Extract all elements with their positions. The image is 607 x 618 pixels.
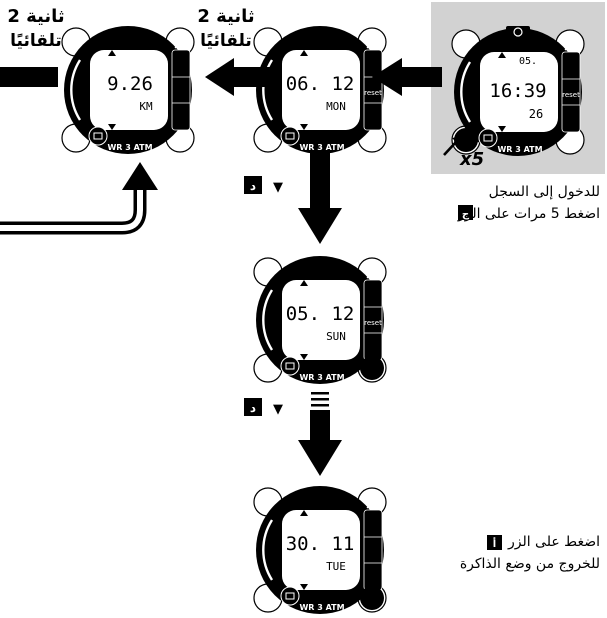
press-count: x5: [459, 149, 484, 170]
lcd-sub: 26: [529, 107, 543, 121]
exit-key: أ: [493, 537, 496, 550]
arrow-distance-out: [0, 67, 58, 87]
lcd-sub: KM: [139, 100, 153, 113]
exit-line1: اضغط على الزر: [507, 534, 600, 550]
auto-2s-left-sub: تلقائيًا: [10, 31, 62, 51]
reset-label: reset: [562, 91, 580, 99]
exit-line2: للخروج من وضع الذاكرة: [460, 556, 600, 572]
enter-log-line1: للدخول إلى السجل: [489, 184, 600, 200]
watch-log-date-1: 06. 12 MON reset WR 3 ATM: [252, 24, 388, 156]
step-key-2: د ▼: [244, 398, 283, 417]
step-key-1: د ▼: [244, 176, 283, 195]
band-label: WR 3 ATM: [299, 603, 344, 612]
pressed-button: [360, 356, 384, 380]
band-label: WR 3 ATM: [107, 143, 152, 152]
arrow-down-1: [298, 152, 342, 244]
enter-log-key: ج: [462, 209, 470, 220]
lcd-sub: TUE: [326, 560, 346, 573]
enter-log-line2: اضغط 5 مرات على الزر: [457, 206, 600, 222]
band-label: WR 3 ATM: [497, 145, 542, 154]
lcd-main: 05. 12: [286, 303, 355, 325]
lcd-sub: MON: [326, 100, 346, 113]
svg-text:▼: ▼: [273, 180, 283, 195]
arrow-return-loop: [0, 162, 158, 235]
reset-label: reset: [364, 319, 382, 327]
enter-log-key-box: [458, 205, 473, 220]
lcd-badge: 05.: [519, 56, 537, 67]
clock-tab-icon: [506, 26, 530, 38]
watch-log-date-2: 05. 12 SUN reset WR 3 ATM: [252, 254, 388, 386]
arrow-down-2: [298, 392, 342, 476]
band-label: WR 3 ATM: [299, 373, 344, 382]
lcd-sub: SUN: [326, 330, 346, 343]
auto-2s-mid: 2 ثانية: [197, 6, 254, 27]
lcd-main: 30. 11: [286, 533, 355, 555]
lcd-main: 16:39: [489, 80, 546, 102]
band-label: WR 3 ATM: [299, 143, 344, 152]
lcd-main: 06. 12: [286, 73, 355, 95]
auto-2s-mid-sub: تلقائيًا: [200, 31, 252, 51]
lcd-main: 9.26: [107, 73, 153, 95]
watch-log-distance: 9.26 KM WR 3 ATM: [60, 24, 196, 156]
svg-text:د: د: [250, 179, 256, 193]
watch-log-date-3: 30. 11 TUE WR 3 ATM: [252, 484, 388, 616]
reset-label: reset: [364, 89, 382, 97]
arrow-time-to-log: [372, 58, 442, 96]
svg-text:د: د: [250, 401, 256, 415]
arrow-log-to-distance: [205, 58, 272, 96]
exit-key-box: [487, 535, 502, 550]
watch-current-time: 05. 16:39 26 reset WR 3 ATM: [450, 26, 586, 158]
press-pointer: [443, 136, 462, 156]
auto-2s-left: 2 ثانية: [7, 6, 64, 27]
pressed-button: [360, 586, 384, 610]
svg-text:▼: ▼: [273, 402, 283, 417]
